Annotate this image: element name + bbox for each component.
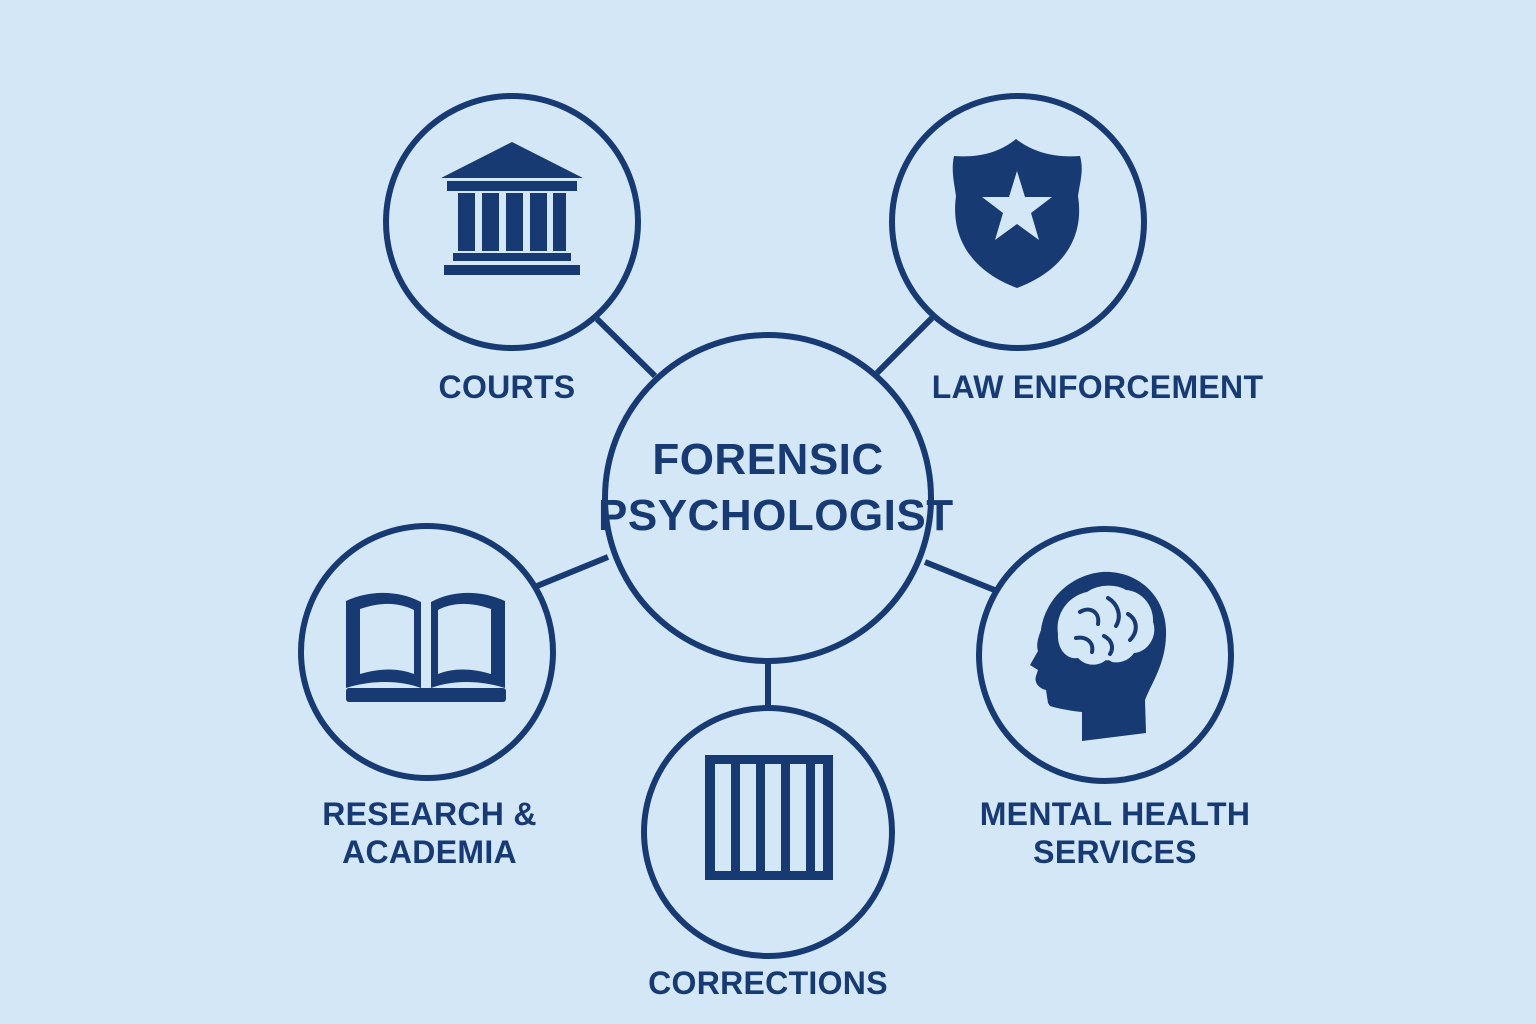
hub-label-line1: FORENSIC <box>652 435 884 484</box>
corrections-node-circle <box>641 705 895 959</box>
open-book-icon <box>346 592 506 702</box>
mental-health-label: MENTAL HEALTH SERVICES <box>960 795 1270 871</box>
courts-label: COURTS <box>438 369 576 405</box>
law-enforcement-label: LAW ENFORCEMENT <box>931 369 1264 405</box>
research-label-line1: RESEARCH & <box>322 796 537 832</box>
connector-mental-health <box>923 559 999 594</box>
research-label-line2: ACADEMIA <box>342 834 517 870</box>
hub-circle <box>602 332 934 664</box>
mental-health-label-line2: SERVICES <box>1033 834 1197 870</box>
corrections-label: CORRECTIONS <box>648 965 888 1001</box>
police-badge-icon <box>952 139 1082 288</box>
connector-courts <box>594 316 658 379</box>
hub-label-line2: PSYCHOLOGIST <box>598 491 954 540</box>
mental-health-label-line1: MENTAL HEALTH <box>979 796 1251 832</box>
prison-bars-icon <box>705 755 833 880</box>
connector-law-enforcement <box>874 315 935 376</box>
hub-label: FORENSIC PSYCHOLOGIST <box>598 432 954 544</box>
research-node-circle <box>298 523 556 781</box>
connector-research <box>535 554 610 589</box>
courthouse-icon <box>441 142 583 275</box>
head-brain-icon <box>1030 571 1167 741</box>
research-label: RESEARCH & ACADEMIA <box>287 795 572 871</box>
